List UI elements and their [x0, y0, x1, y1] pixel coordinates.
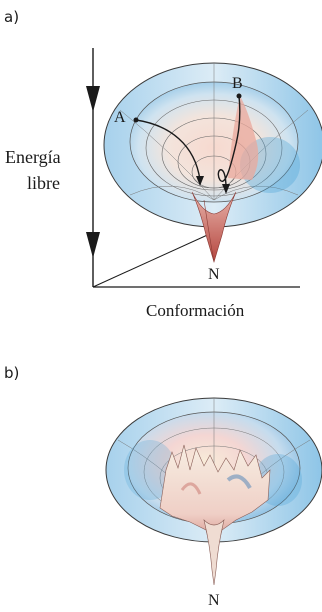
- path-a-arrowhead: [196, 176, 204, 186]
- energy-funnel-a: [103, 62, 322, 264]
- axis-arrow-upper: [86, 86, 100, 112]
- point-a-label: A: [114, 109, 126, 126]
- panel-a-label: a): [4, 8, 19, 26]
- y-axis-label-line2: libre: [27, 173, 60, 193]
- panel-b-label: b): [4, 364, 19, 382]
- point-n-label-a: N: [208, 266, 220, 283]
- energy-funnel-b: [105, 397, 322, 586]
- folding-paths-a: [135, 95, 241, 189]
- diagonal-guide: [92, 231, 215, 288]
- axis-arrow-lower: [86, 232, 100, 258]
- path-b-arrowhead: [222, 184, 230, 194]
- point-n-label-b: N: [208, 592, 220, 609]
- point-b-label: B: [232, 75, 243, 92]
- y-axis-label-line1: Energía: [5, 147, 61, 167]
- point-a-dot: [133, 117, 139, 123]
- x-axis-label: Conformación: [146, 301, 245, 320]
- point-b-dot: [236, 93, 242, 99]
